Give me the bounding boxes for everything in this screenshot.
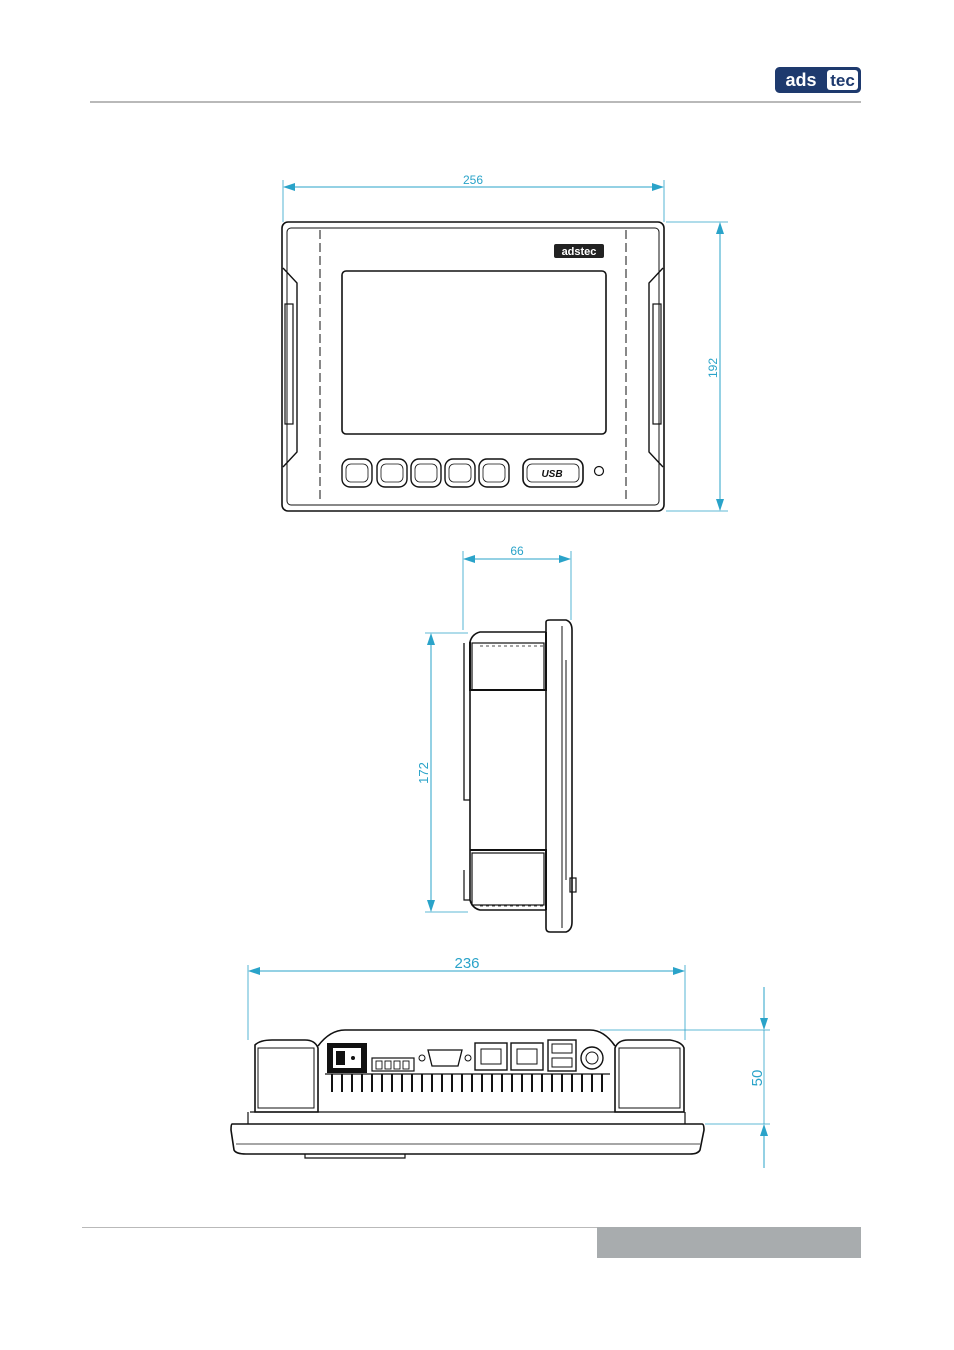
width-236-label: 236 <box>454 955 479 972</box>
depth-66-label: 66 <box>510 544 524 558</box>
function-key <box>445 459 475 487</box>
function-key <box>479 459 509 487</box>
footer-rule <box>82 1227 598 1228</box>
serial-port <box>428 1050 462 1066</box>
ps2-port <box>581 1047 603 1069</box>
function-key <box>411 459 441 487</box>
footer-bar <box>597 1227 861 1258</box>
side-view <box>425 551 576 932</box>
function-keys <box>342 459 509 487</box>
usb-label: USB <box>541 469 562 480</box>
side-bezel <box>546 620 572 932</box>
depth-50-label: 50 <box>749 1070 766 1087</box>
height-172-label: 172 <box>416 762 431 784</box>
front-brand-text: adstec <box>562 246 597 258</box>
bottom-view <box>231 965 770 1158</box>
height-192-label: 192 <box>706 358 720 378</box>
bottom-bezel <box>231 1124 704 1154</box>
function-key <box>342 459 372 487</box>
ethernet-port-2 <box>511 1043 543 1070</box>
display-screen <box>342 271 606 434</box>
right-bracket <box>615 1040 684 1112</box>
side-housing <box>470 632 546 910</box>
ethernet-port-1 <box>475 1043 507 1070</box>
width-256-label: 256 <box>463 173 483 187</box>
status-led <box>595 467 604 476</box>
cooling-fins <box>332 1074 602 1092</box>
front-view: adstec USB <box>282 180 728 511</box>
function-key <box>377 459 407 487</box>
left-bracket <box>255 1040 318 1112</box>
